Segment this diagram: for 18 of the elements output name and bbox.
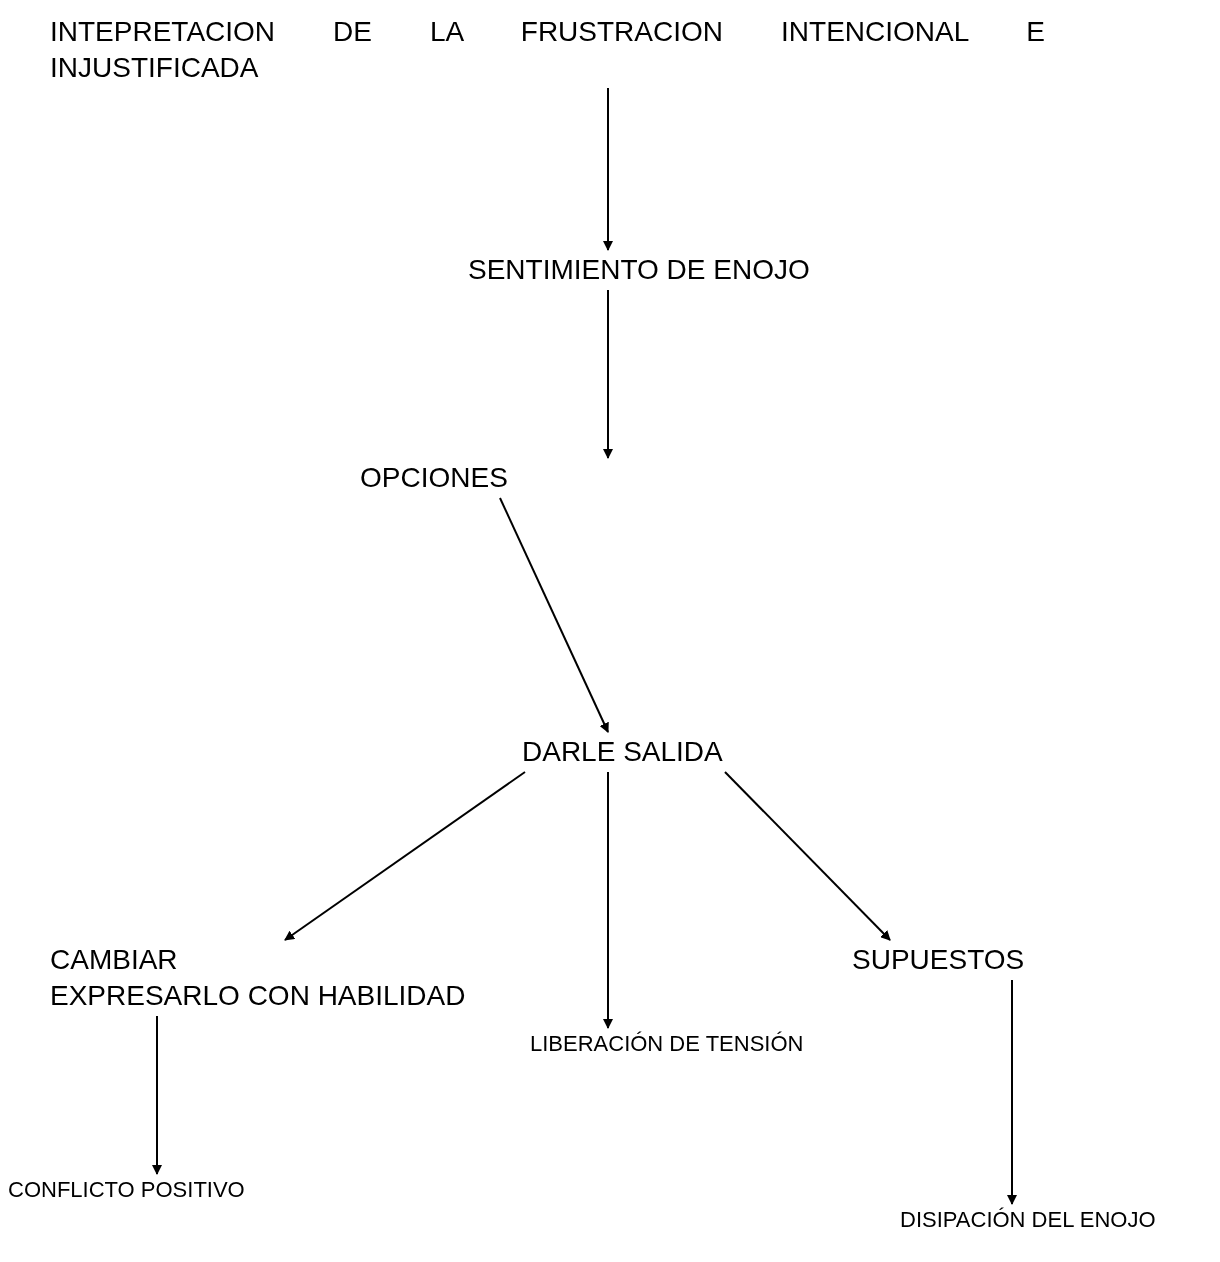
flow-text: EXPRESARLO CON HABILIDAD: [50, 979, 467, 1013]
flow-text: DARLE SALIDA: [522, 735, 724, 769]
arrow: [603, 289, 613, 459]
arrow: [603, 771, 613, 1029]
flow-text: LIBERACIÓN DE TENSIÓN: [530, 1030, 805, 1058]
arrow: [284, 771, 526, 941]
flow-text: OPCIONES: [360, 461, 509, 495]
arrow: [152, 1015, 162, 1175]
flow-text: CAMBIAR: [50, 943, 179, 977]
arrow: [1007, 979, 1017, 1205]
flow-text: SUPUESTOS: [852, 943, 1026, 977]
arrow: [724, 771, 891, 941]
flow-text: DISIPACIÓN DEL ENOJO: [900, 1206, 1157, 1234]
flow-text: SENTIMIENTO DE ENOJO: [468, 253, 811, 287]
flow-text: INTEPRETACION DE LA FRUSTRACION INTENCIONAL E INJUSTIFICADA: [50, 15, 1045, 85]
arrow: [603, 87, 613, 251]
arrow: [499, 497, 609, 733]
flow-text: CONFLICTO POSITIVO: [8, 1176, 246, 1204]
